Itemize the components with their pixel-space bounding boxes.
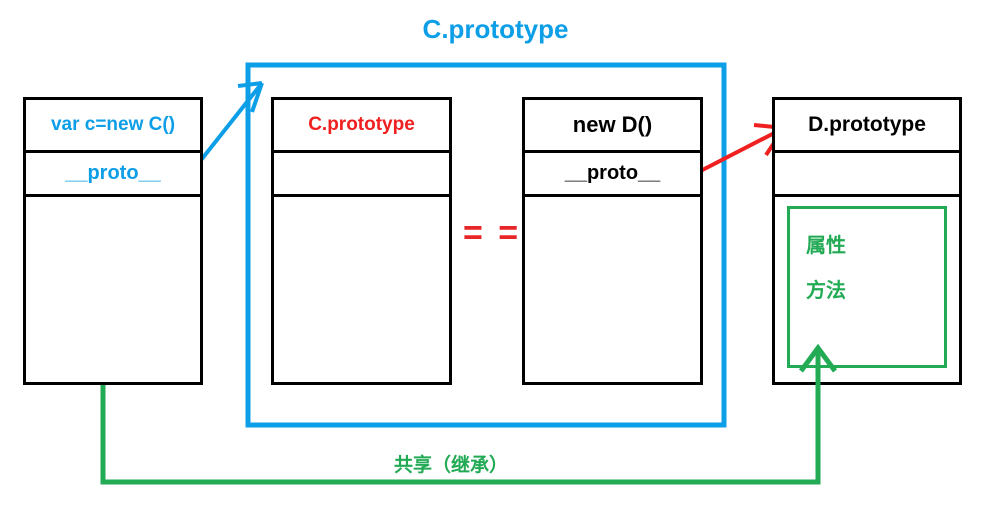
page-title: C.prototype xyxy=(0,14,991,45)
object-box-new-d: new D() __proto__ xyxy=(522,97,703,385)
object-box-instance-c: var c=new C() __proto__ xyxy=(23,97,203,385)
object-box-c-prototype: C.prototype xyxy=(271,97,452,385)
page-title-text: C.prototype xyxy=(422,14,569,44)
shared-inheritance-label: 共享（继承） xyxy=(394,455,509,476)
box-proto-row-c-prototype xyxy=(274,153,449,197)
box-body-instance-c xyxy=(26,197,200,382)
box-proto-row-instance-c: __proto__ xyxy=(26,153,200,197)
box-proto-row-new-d: __proto__ xyxy=(525,153,700,197)
equality-symbol: = = xyxy=(463,214,522,252)
shared-member-properties: 属性 xyxy=(806,235,846,257)
box-header-d-prototype: D.prototype xyxy=(775,100,959,153)
box-body-c-prototype xyxy=(274,197,449,382)
shared-member-methods: 方法 xyxy=(806,280,846,302)
box-header-c-prototype: C.prototype xyxy=(274,100,449,153)
box-header-instance-c: var c=new C() xyxy=(26,100,200,153)
box-body-new-d xyxy=(525,197,700,382)
box-header-new-d: new D() xyxy=(525,100,700,153)
shared-members-panel: 属性 方法 xyxy=(787,206,947,368)
box-proto-row-d-prototype xyxy=(775,153,959,197)
